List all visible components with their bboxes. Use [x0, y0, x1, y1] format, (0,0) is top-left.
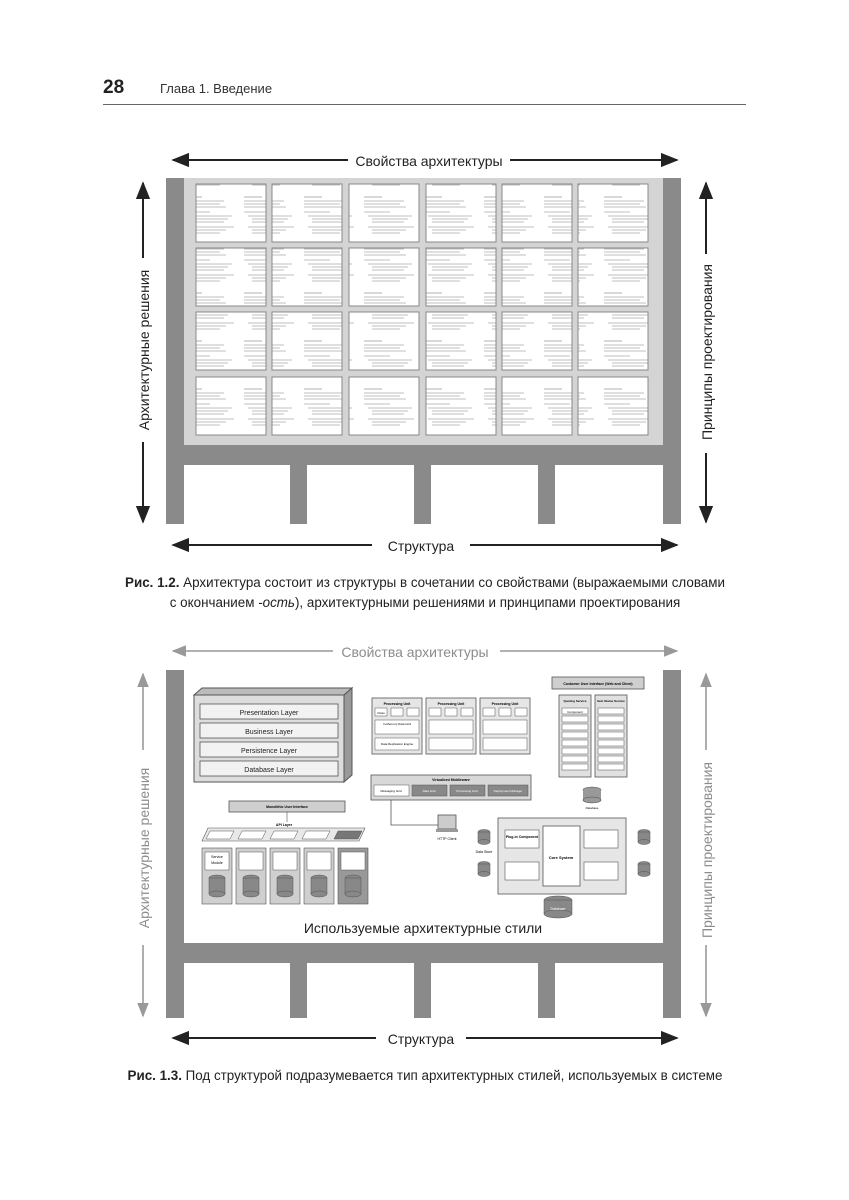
code-thumbnail-grid [195, 183, 649, 436]
item-status-service-label: Item Status Service [597, 699, 625, 703]
processing-unit-3: Processing Unit [479, 697, 531, 755]
service-db-label: Database [586, 806, 599, 810]
fig2-left-label: Архитектурные решения [136, 768, 152, 929]
layered-architecture: Presentation Layer Business Layer Persis… [192, 686, 354, 784]
fig1-top-label: Свойства архитектуры [355, 153, 502, 169]
fig1-structure-frame [166, 178, 681, 524]
caption-1-2-line1: Архитектура состоит из структуры в сочет… [183, 575, 725, 590]
caption-1-2-italic: -ость [258, 595, 295, 610]
pu1-title: Processing Unit [384, 702, 411, 706]
service-based-architecture: Customer User Interface (Web and Client)… [551, 676, 645, 810]
fig1-bottom-label: Структура [388, 538, 455, 554]
http-client-icon: HTTP Client [436, 814, 458, 841]
deployment-manager: Deployment Manager [494, 789, 523, 793]
fig2-structure-frame [166, 670, 681, 1018]
middleware-title: Virtualized Middleware [432, 778, 470, 782]
business-layer-label: Business Layer [245, 729, 294, 736]
pu1-class: Class [377, 711, 385, 715]
messaging-grid: Messaging Grid [380, 789, 401, 793]
figure-1-2-caption: Рис. 1.2. Архитектура состоит из структу… [90, 573, 760, 613]
data-grid: Data Grid [423, 789, 436, 793]
fig2-center-label: Используемые архитектурные стили [304, 920, 542, 936]
fig2-bottom-label: Структура [388, 1031, 455, 1047]
figure-1-3: Свойства архитектуры Архитектурные решен… [136, 644, 715, 1047]
pu3-title: Processing Unit [492, 702, 519, 706]
fig2-right-label: Принципы проектирования [699, 762, 715, 938]
processing-unit-1: Processing Unit Class In-Memory Data Gri… [371, 697, 423, 755]
database-layer [199, 760, 339, 777]
component-label: Component [567, 710, 583, 714]
monolithic-ui-label: Monolithic User Interface [266, 805, 308, 809]
fig1-left-label: Архитектурные решения [136, 270, 152, 431]
caption-1-3-prefix: Рис. 1.3. [127, 1068, 182, 1083]
core-system-label: Core System [549, 855, 574, 860]
microkernel-architecture: Plug-in Component Core System Data Store… [476, 817, 651, 919]
caption-1-2-line2b: ), архитектурными решениями и принципами… [294, 595, 681, 610]
caption-1-2-line2a: с окончанием [169, 595, 259, 610]
module-label: Module [211, 861, 223, 865]
virtualized-middleware: Virtualized Middleware Messaging Grid Da… [370, 774, 532, 826]
business-layer [199, 722, 339, 739]
processing-grid: Processing Grid [456, 789, 478, 793]
figure-1-2: Свойства архитектуры Архитектурные решен… [135, 152, 715, 554]
presentation-layer [199, 703, 339, 720]
pu2-title: Processing Unit [438, 702, 465, 706]
pu1-engine: Data Replication Engine [381, 742, 414, 746]
persistence-layer [199, 741, 339, 758]
fig1-right-label: Принципы проектирования [699, 264, 715, 440]
figure-1-3-caption: Рис. 1.3. Под структурой подразумевается… [90, 1066, 760, 1086]
plugin-component-label: Plug-in Component [506, 835, 539, 839]
service-label: Service [211, 855, 223, 859]
chapter-title: Глава 1. Введение [160, 81, 273, 96]
api-layer-label: API Layer [276, 823, 293, 827]
core-db-label: Database [551, 907, 566, 911]
pu1-grid: In-Memory Data Grid [383, 722, 411, 726]
persistence-layer-label: Persistence Layer [241, 748, 298, 755]
processing-unit-2: Processing Unit [425, 697, 477, 755]
header-rule [103, 104, 746, 105]
presentation-layer-label: Presentation Layer [240, 710, 299, 717]
customer-ui-label: Customer User Interface (Web and Client) [563, 682, 632, 686]
fig2-top-label: Свойства архитектуры [341, 644, 488, 660]
caption-1-3-text: Под структурой подразумевается тип архит… [185, 1068, 723, 1083]
quoting-service-label: Quoting Service [563, 699, 586, 703]
caption-1-2-prefix: Рис. 1.2. [125, 575, 180, 590]
data-store-label: Data Store [476, 850, 493, 854]
page-number: 28 [103, 77, 125, 98]
database-layer-label: Database Layer [244, 767, 294, 774]
http-client-label: HTTP Client [438, 837, 457, 841]
microservices-architecture: Monolithic User Interface API Layer Serv… [201, 800, 369, 905]
